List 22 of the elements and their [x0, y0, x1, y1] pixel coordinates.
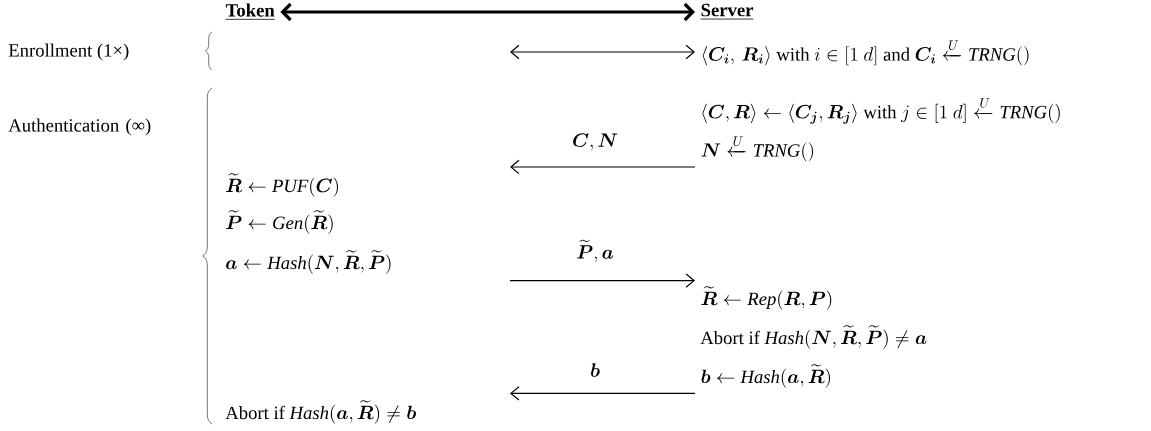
protocol-step: $\text{Abort if } \mathit{Hash}(\boldsymbol{a}, \widetilde{\boldsymbol{R}}) \neq \boldsymbol{b}$: [225, 400, 416, 424]
column-heading: Server: [700, 3, 754, 20]
edge-label: $\widetilde{\boldsymbol{P}}, \boldsymbol{a}$: [574, 238, 616, 264]
protocol-step: $\boldsymbol{a} \leftarrow \mathit{Hash}(\boldsymbol{N}, \widetilde{\boldsymbol{R}}, \widetilde{\boldsymbol{P}})$: [226, 250, 391, 274]
arrow: [510, 386, 696, 401]
section-label: Enrollment (1×): [8, 43, 129, 61]
protocol-step: $\langle \boldsymbol{C}, \boldsymbol{R} \rangle \leftarrow \langle \boldsymbol{C_j}, \boldsymbol{R_j} \rangle \text{ with } j \in [1\ d] \xleftarrow{U} \mathit{TRNG}()$: [702, 98, 1060, 124]
section-label: Authentication (∞): [8, 118, 151, 136]
protocol-step: $\langle \boldsymbol{C_i},\, \boldsymbol{R_i} \rangle \text{ with } i \in [1\ d] \text{ and } \boldsymbol{C_i} \xleftarrow{U} \mathit{TRNG}()$: [702, 40, 1029, 66]
protocol-step: $\text{Abort if } \mathit{Hash}(\boldsymbol{N}, \widetilde{\boldsymbol{R}}, \widetilde{\boldsymbol{P}}) \neq \boldsymbol{a}$: [700, 325, 927, 349]
arrow: [510, 44, 695, 60]
arrow: [510, 159, 696, 175]
protocol-step: $\boldsymbol{b} \leftarrow \mathit{Hash}(\boldsymbol{a}, \widetilde{\boldsymbol{R}})$: [701, 364, 830, 388]
column-heading: Token: [225, 3, 276, 20]
edge-label: $\boldsymbol{b}$: [588, 362, 602, 378]
edge-label: $\boldsymbol{C}, \boldsymbol{N}$: [570, 132, 620, 152]
protocol-step: $\widetilde{\boldsymbol{R}} \leftarrow \mathit{PUF}(\boldsymbol{C})$: [226, 173, 338, 197]
protocol-step: $\widetilde{\boldsymbol{R}} \leftarrow \mathit{Rep}(\boldsymbol{R}, \boldsymbol{P})$: [701, 286, 832, 310]
protocol-step: $\boldsymbol{N} \xleftarrow{U} \mathit{TRNG}()$: [701, 136, 814, 162]
arrow: [509, 273, 695, 288]
protocol-step: $\widetilde{\boldsymbol{P}} \leftarrow \mathit{Gen}(\widetilde{\boldsymbol{R}})$: [226, 210, 333, 234]
arrow: [280, 2, 695, 22]
